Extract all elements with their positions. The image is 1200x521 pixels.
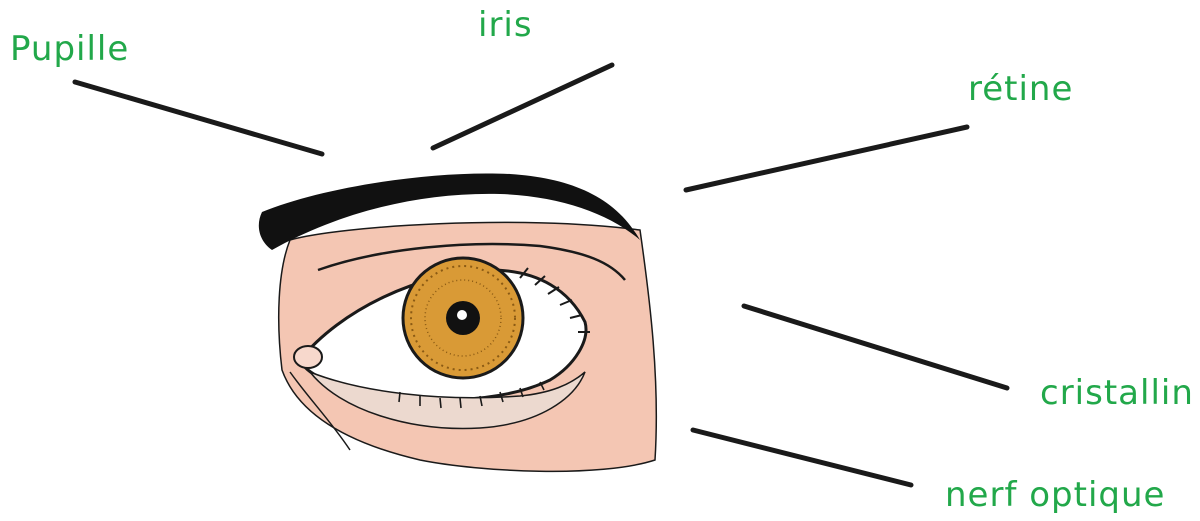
tear-duct xyxy=(294,346,322,368)
label-retine: rétine xyxy=(968,72,1073,106)
pointer-line-cristallin xyxy=(744,306,1007,388)
label-cristallin: cristallin xyxy=(1040,376,1194,410)
label-pupille: Pupille xyxy=(10,32,129,66)
pointer-line-nerf-optique xyxy=(693,430,911,485)
pointer-line-pupille xyxy=(75,82,322,154)
pointer-line-iris xyxy=(433,65,612,148)
label-nerf-optique: nerf optique xyxy=(945,478,1165,512)
pointer-line-retine xyxy=(686,127,967,190)
pupil-highlight xyxy=(457,310,467,320)
label-iris: iris xyxy=(478,8,533,42)
